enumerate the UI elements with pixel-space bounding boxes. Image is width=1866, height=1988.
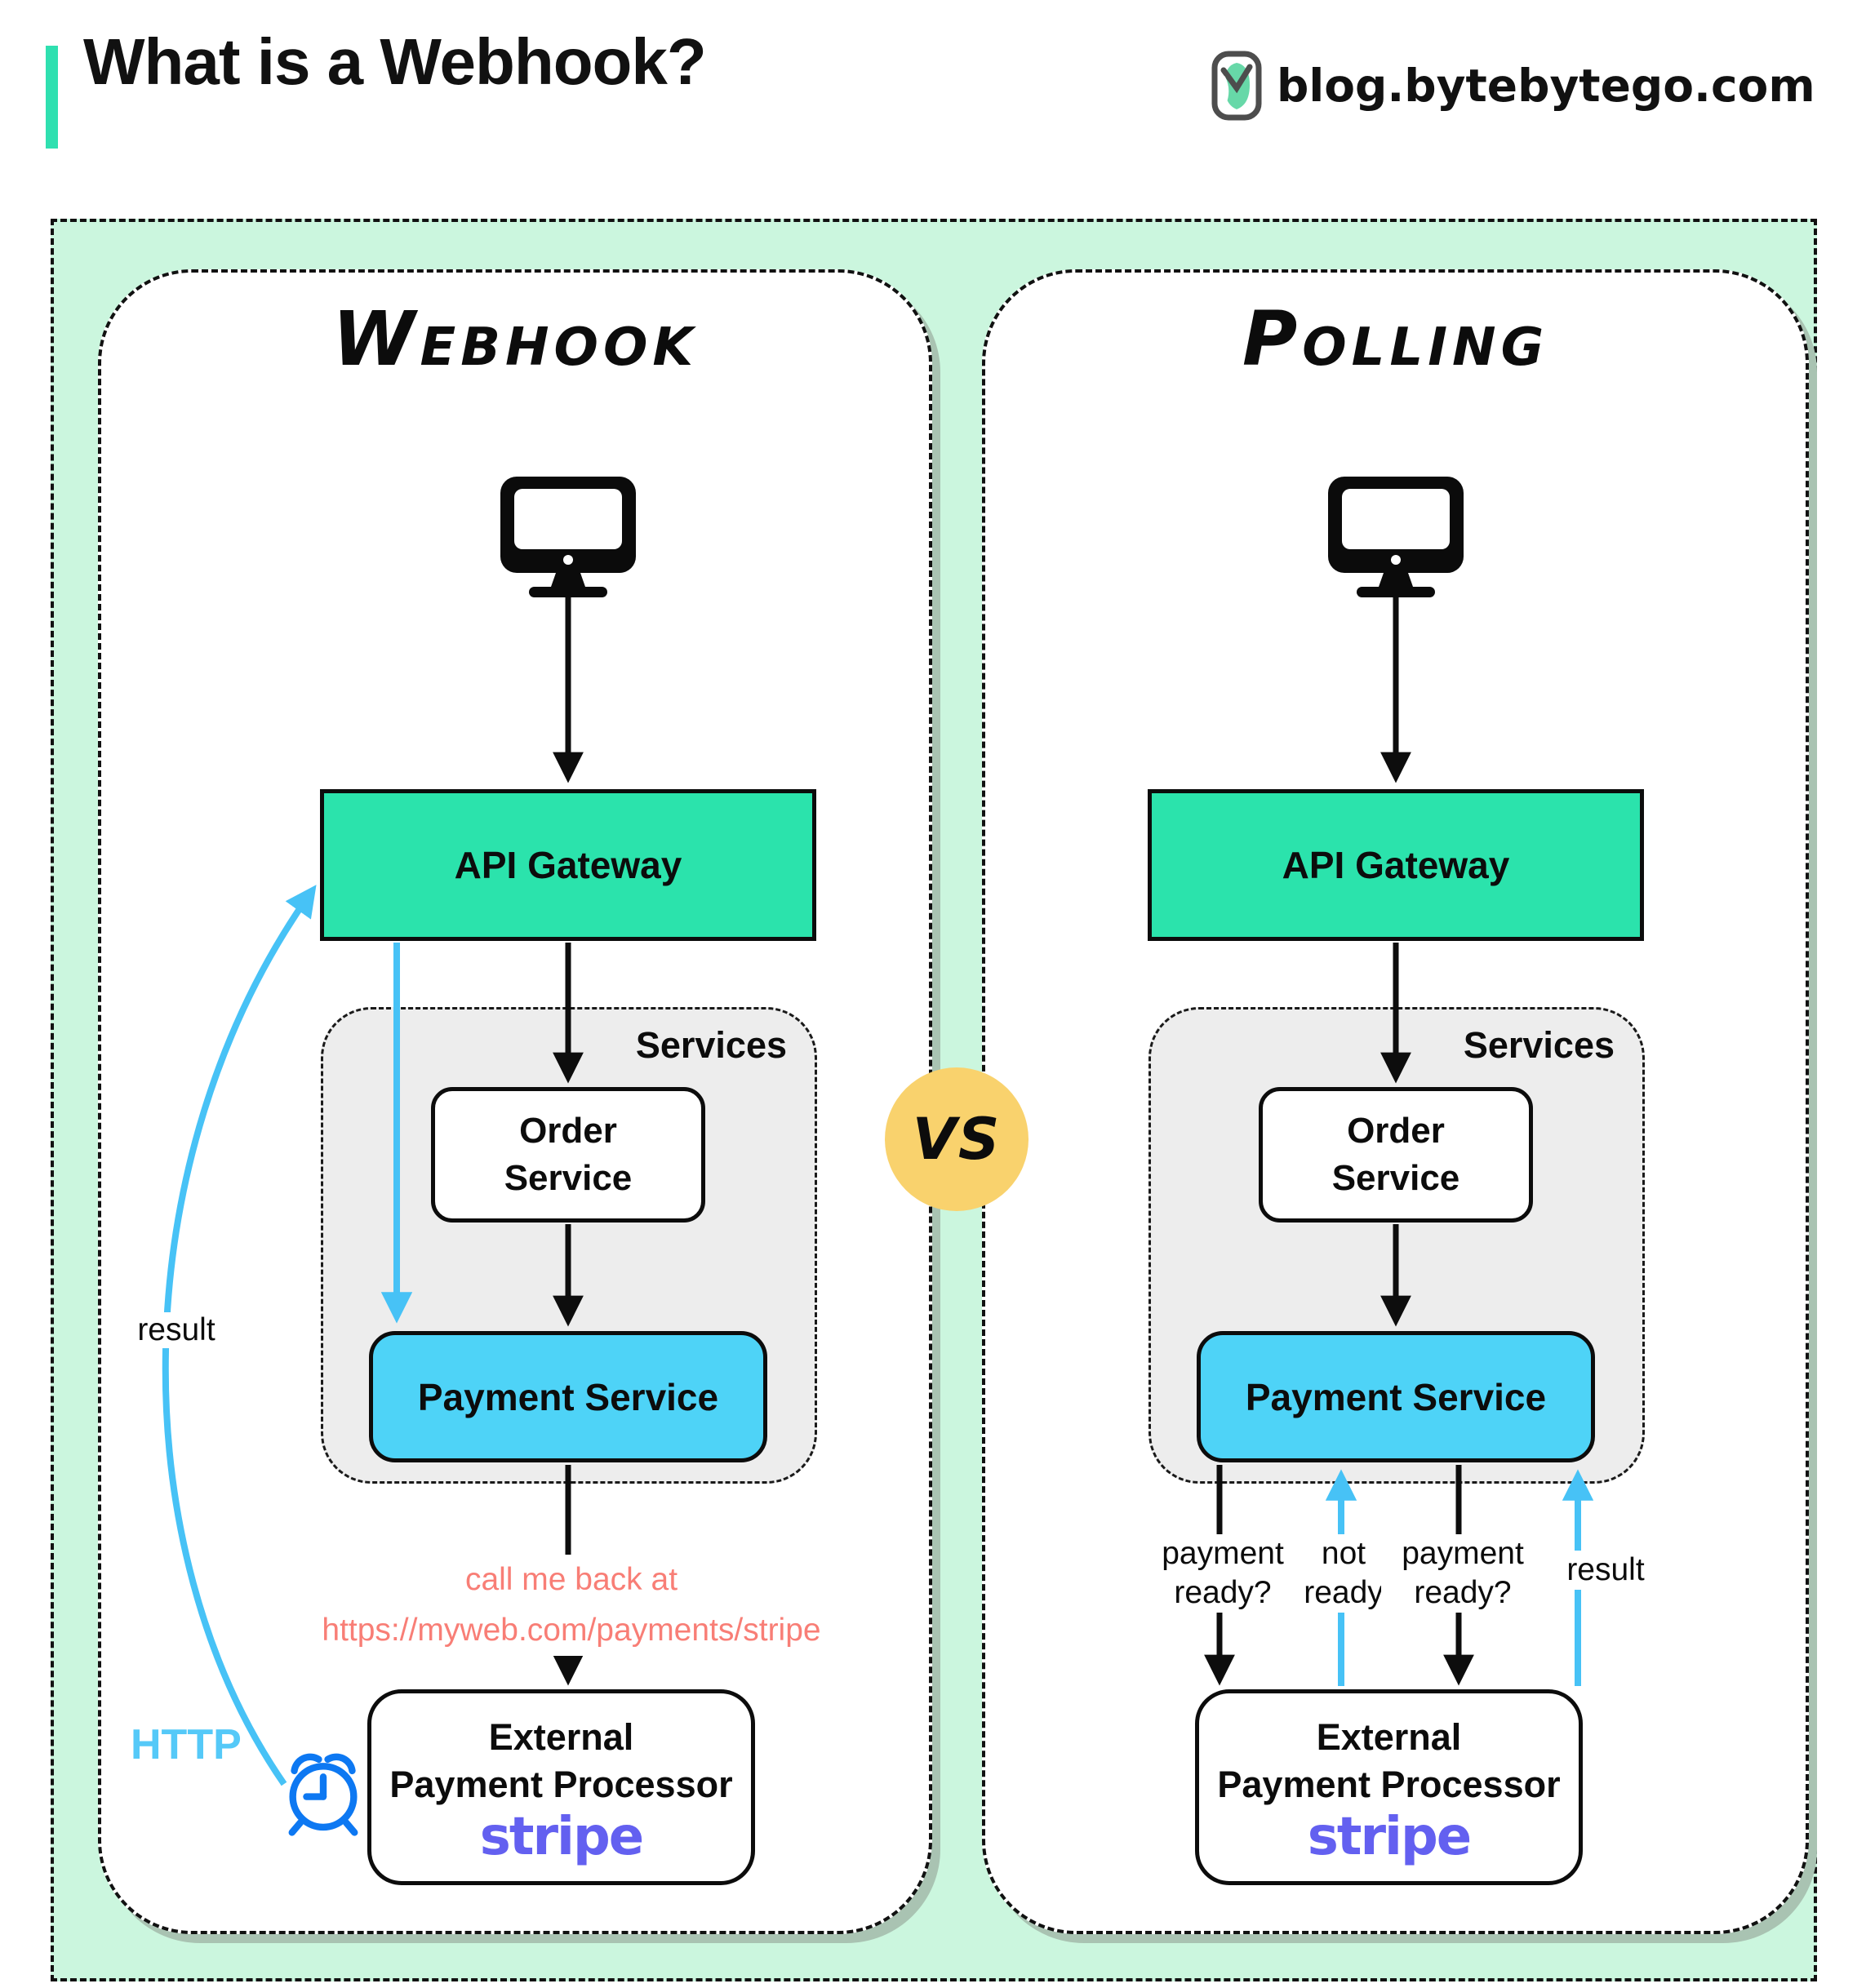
poll-notready-label: not ready: [1295, 1534, 1392, 1613]
page-title: What is a Webhook?: [83, 25, 707, 98]
brand-site-url: blog.bytebytego.com: [1277, 60, 1815, 112]
title-accent-bar: [46, 46, 58, 149]
order-service-line2: Service: [1331, 1158, 1460, 1198]
order-service-line2: Service: [504, 1158, 633, 1198]
poll-query1-line2: ready?: [1174, 1575, 1272, 1610]
external-line1: External: [1316, 1716, 1462, 1758]
polling-panel-title: Polling: [1242, 295, 1549, 383]
order-service-line1: Order: [519, 1111, 617, 1151]
external-payment-processor-box: External Payment Processor stripe: [367, 1689, 755, 1885]
stripe-logo: stripe: [1307, 1807, 1472, 1867]
poll-query2-line1: payment: [1402, 1536, 1524, 1571]
services-group-label: Services: [635, 1024, 787, 1066]
payment-service-box: Payment Service: [1197, 1331, 1595, 1462]
order-service-line1: Order: [1347, 1111, 1445, 1151]
payment-service-box: Payment Service: [369, 1331, 767, 1462]
webhook-panel-title: Webhook: [332, 295, 698, 383]
poll-query1-line1: payment: [1162, 1536, 1284, 1571]
callback-note-line2: https://myweb.com/payments/stripe: [322, 1613, 821, 1648]
order-service-box: Order Service: [431, 1087, 705, 1223]
brand: blog.bytebytego.com: [1211, 51, 1815, 121]
computer-icon: [1328, 477, 1464, 597]
external-payment-processor-box: External Payment Processor stripe: [1195, 1689, 1583, 1885]
poll-query1-label: payment ready?: [1141, 1534, 1304, 1613]
api-gateway-box: API Gateway: [1148, 789, 1644, 941]
api-gateway-box: API Gateway: [320, 789, 816, 941]
external-line2: Payment Processor: [1217, 1764, 1561, 1805]
callback-note: call me back at https://myweb.com/paymen…: [261, 1555, 882, 1656]
callback-note-line1: call me back at: [464, 1562, 678, 1597]
http-label: HTTP: [131, 1721, 242, 1768]
bytebytego-logo-icon: [1211, 51, 1262, 121]
poll-notready-line2: ready: [1304, 1575, 1384, 1610]
external-line1: External: [488, 1716, 634, 1758]
alarm-clock-icon: [288, 1753, 358, 1836]
stripe-logo: stripe: [479, 1807, 644, 1867]
webhook-result-label: result: [121, 1312, 232, 1348]
order-service-box: Order Service: [1259, 1087, 1533, 1223]
services-group-label: Services: [1463, 1024, 1615, 1066]
vs-badge: VS: [885, 1067, 1029, 1211]
poll-result-label: result: [1551, 1551, 1660, 1590]
poll-query2-line2: ready?: [1414, 1575, 1512, 1610]
poll-notready-line1: not: [1321, 1536, 1366, 1571]
external-line2: Payment Processor: [389, 1764, 733, 1805]
computer-icon: [500, 477, 636, 597]
poll-query2-label: payment ready?: [1381, 1534, 1544, 1613]
